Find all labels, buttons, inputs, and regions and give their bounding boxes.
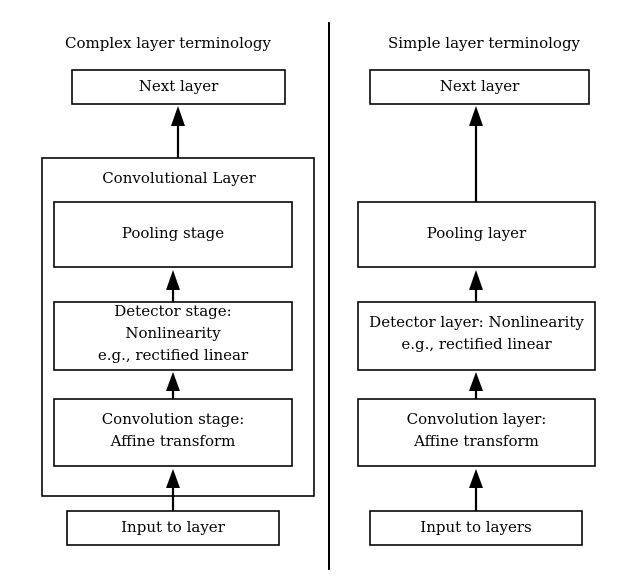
right-input-label: Input to layers: [420, 518, 531, 536]
right-panel: Simple layer terminology Next layer Pool…: [357, 34, 596, 546]
left-arrow-detector-to-pooling: [166, 270, 180, 302]
pooling-layer-label: Pooling layer: [427, 224, 527, 242]
detector-stage-line-3: e.g., rectified linear: [98, 346, 249, 364]
convolution-stage-line-1: Convolution stage:: [102, 410, 245, 428]
pooling-stage-label: Pooling stage: [122, 224, 224, 242]
convolution-stage-box: [53, 398, 293, 467]
convolution-layer-line-2: Affine transform: [413, 432, 539, 450]
detector-layer-line-2: e.g., rectified linear: [401, 335, 552, 353]
convolution-stage-line-2: Affine transform: [110, 432, 236, 450]
left-arrow-container-to-next-layer: [171, 106, 185, 158]
left-input-label: Input to layer: [121, 518, 226, 536]
right-heading: Simple layer terminology: [388, 34, 581, 52]
right-arrow-input-to-convolution: [469, 469, 483, 511]
left-panel: Complex layer terminology Next layer Con…: [41, 34, 315, 546]
right-arrow-convolution-to-detector: [469, 372, 483, 399]
right-next-layer-label: Next layer: [440, 77, 520, 95]
right-arrow-detector-to-pooling: [469, 270, 483, 302]
left-heading: Complex layer terminology: [65, 34, 271, 52]
detector-stage-line-2: Nonlinearity: [125, 324, 221, 342]
detector-stage-box: [53, 301, 293, 371]
left-next-layer-label: Next layer: [139, 77, 219, 95]
right-arrow-pooling-to-next-layer: [469, 106, 483, 202]
left-input-box: [66, 510, 280, 546]
left-arrow-convolution-to-detector: [166, 372, 180, 399]
right-input-box: [369, 510, 583, 546]
convolutional-layer-title: Convolutional Layer: [102, 169, 256, 187]
detector-layer-box: [357, 301, 596, 371]
convolution-layer-line-1: Convolution layer:: [407, 410, 547, 428]
detector-layer-line-1: Detector layer: Nonlinearity: [369, 313, 584, 331]
detector-stage-line-1: Detector stage:: [114, 302, 231, 320]
pooling-layer-box: [357, 201, 596, 268]
right-next-layer-box: [369, 69, 590, 105]
pooling-stage-box: [53, 201, 293, 268]
left-arrow-input-to-convolution: [166, 469, 180, 511]
left-next-layer-box: [71, 69, 286, 105]
